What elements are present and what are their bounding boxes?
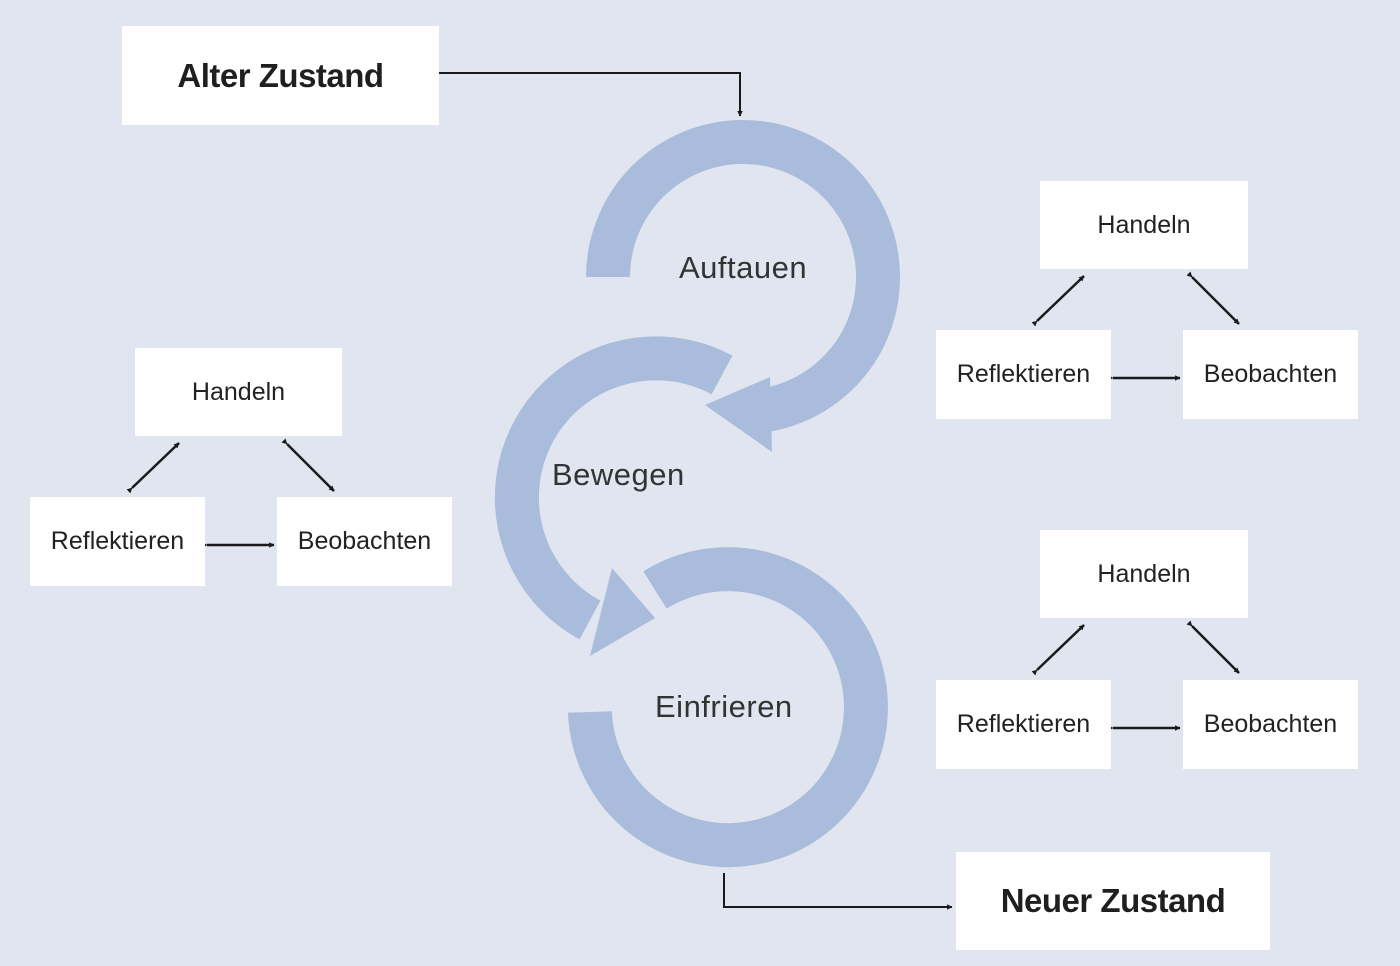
- start-state-label: Alter Zustand: [177, 56, 384, 94]
- cycle-1-beobachten-box: Beobachten: [277, 497, 452, 586]
- bewegen-arrowhead: [590, 568, 655, 656]
- cycle-3-beobachten-box: Beobachten: [1183, 680, 1358, 769]
- cycle-1-beobachten-label: Beobachten: [297, 527, 432, 555]
- cycle-1-handeln-label: Handeln: [191, 377, 286, 406]
- auftauen-arrowhead: [705, 377, 772, 452]
- einfrieren-arc: [568, 547, 888, 868]
- cycle-2-reflektieren-box: Reflektieren: [936, 330, 1111, 419]
- cycle-1-reflektieren-box: Reflektieren: [30, 497, 205, 586]
- phase-bewegen-label: Bewegen: [552, 457, 685, 492]
- end-connector: [723, 873, 953, 910]
- cycle-2-beobachten-label: Beobachten: [1203, 360, 1338, 388]
- cycle-3-handeln-label: Handeln: [1097, 559, 1191, 588]
- cycle-2-handeln-label: Handeln: [1097, 210, 1191, 239]
- cycle-2-reflektieren-label: Reflektieren: [956, 360, 1091, 388]
- start-state-box: Alter Zustand: [122, 26, 439, 125]
- cycle-3-reflektieren-box: Reflektieren: [936, 680, 1111, 769]
- auftauen-arc: [586, 120, 900, 434]
- cycle-1-reflektieren-label: Reflektieren: [50, 527, 185, 555]
- bewegen-arc: [494, 336, 733, 640]
- phase-einfrieren-label: Einfrieren: [655, 689, 793, 724]
- end-state-label: Neuer Zustand: [1000, 882, 1226, 919]
- cycle-3-reflektieren-label: Reflektieren: [956, 710, 1091, 738]
- cycle-1-handeln-box: Handeln: [135, 348, 342, 436]
- cycle-2-beobachten-box: Beobachten: [1183, 330, 1358, 419]
- cycle-3-handeln-box: Handeln: [1040, 530, 1248, 618]
- cycle-3-arrows: [1031, 620, 1240, 731]
- phase-auftauen-label: Auftauen: [679, 250, 808, 285]
- cycle-2-arrows: [1031, 271, 1240, 381]
- cycle-1-arrows: [126, 438, 335, 548]
- start-connector: [438, 72, 743, 117]
- cycle-2-handeln-box: Handeln: [1040, 181, 1248, 269]
- cycle-3-beobachten-label: Beobachten: [1203, 710, 1338, 738]
- end-state-box: Neuer Zustand: [956, 852, 1270, 950]
